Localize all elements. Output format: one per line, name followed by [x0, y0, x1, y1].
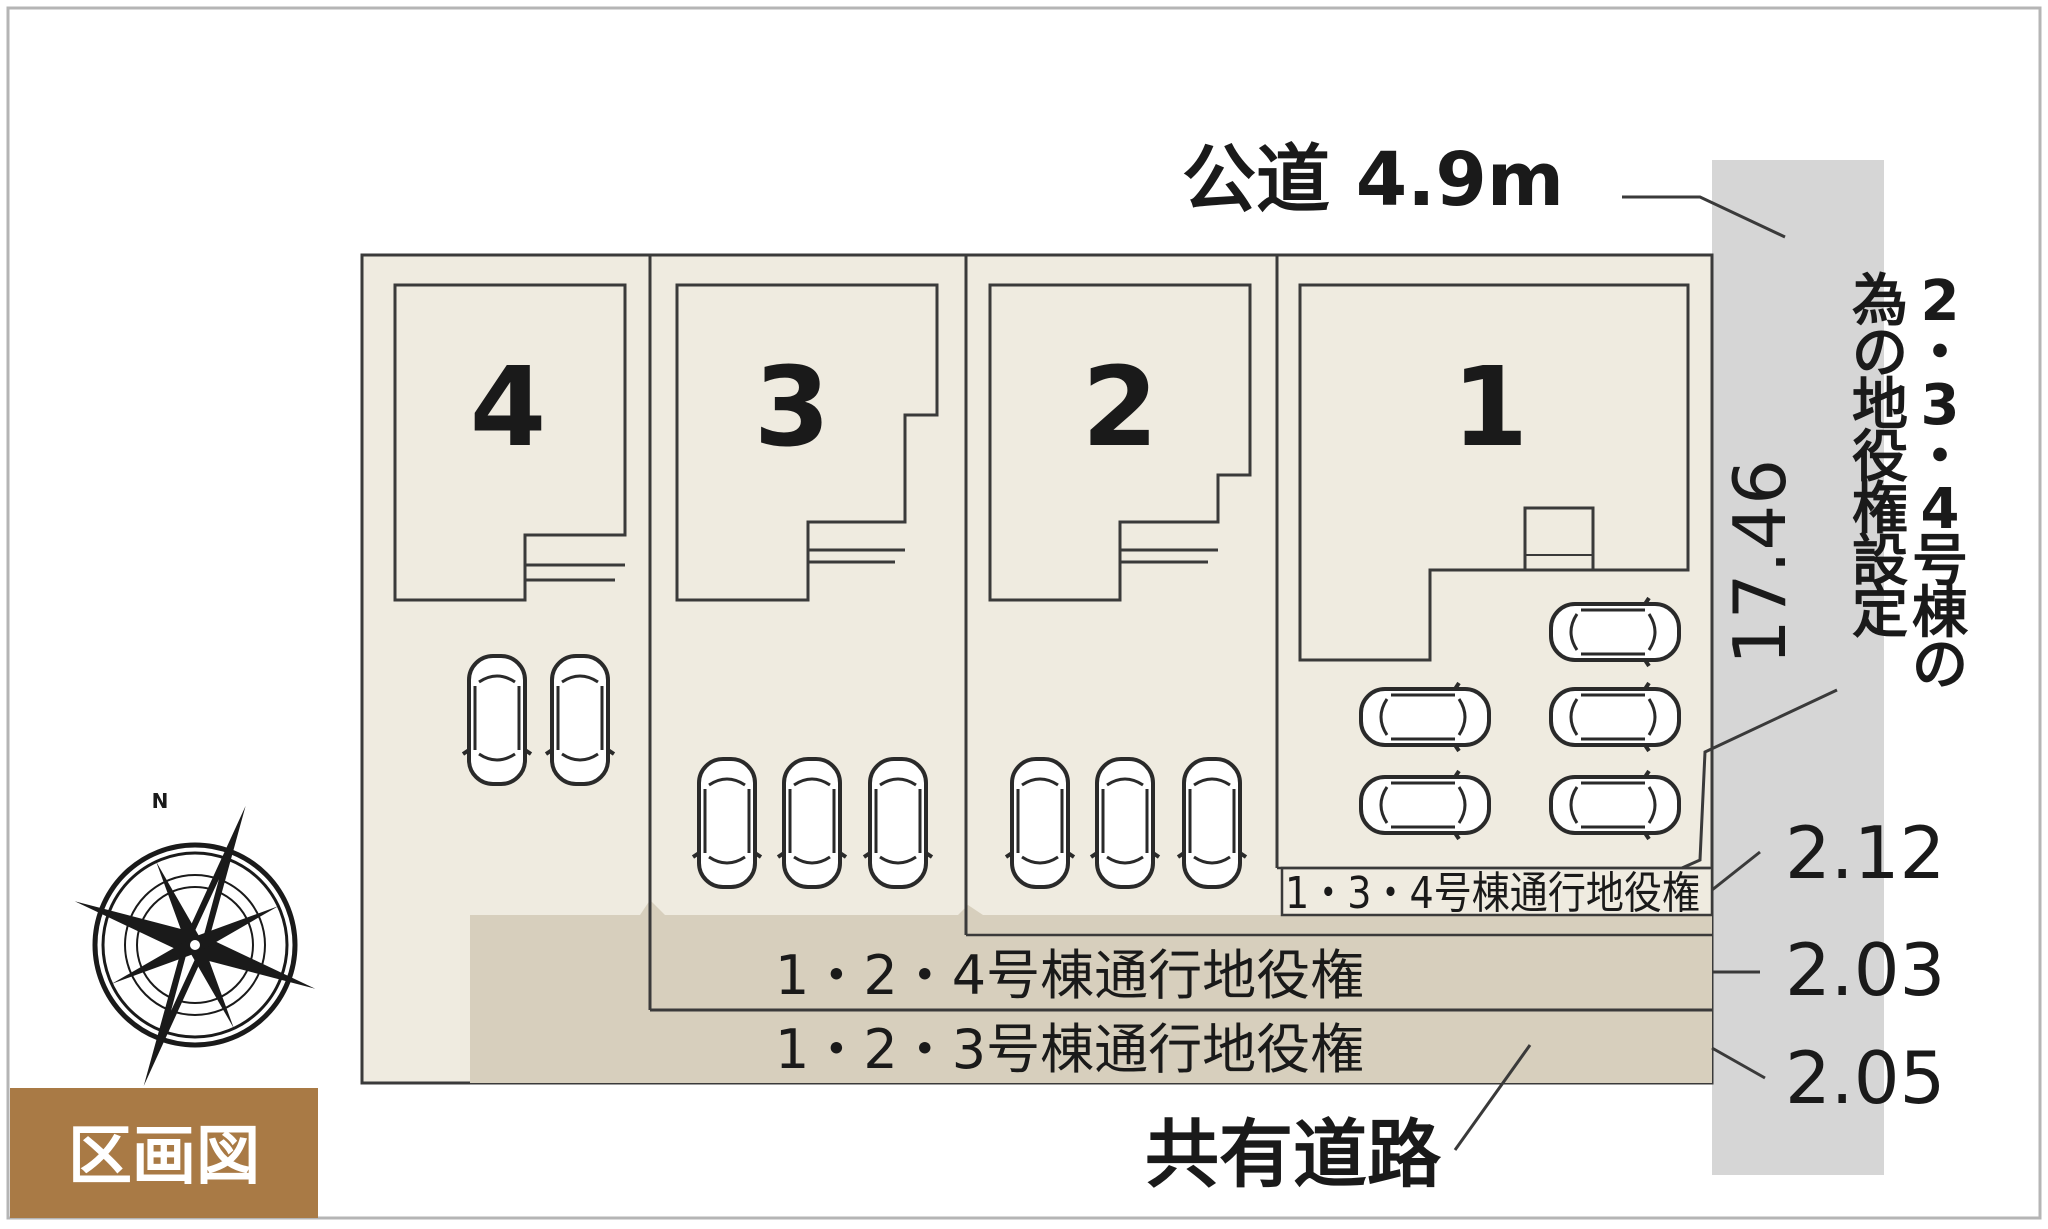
- compass-rose-icon: [74, 805, 316, 1086]
- easement-note-char: 4: [1921, 477, 1960, 542]
- car-icon: [1359, 769, 1491, 841]
- width-dimension-123: 2.05: [1785, 1036, 1945, 1120]
- easement-note-char: 為: [1852, 269, 1908, 334]
- easement-note-char: 定: [1852, 581, 1908, 646]
- easement-note-char: の: [1852, 321, 1908, 386]
- lot-number-2: 2: [1082, 343, 1159, 471]
- plan-badge: [10, 1088, 318, 1218]
- easement-strip-134: [1280, 866, 1714, 917]
- easement-note-char: 役: [1852, 425, 1908, 490]
- house-2-step: [1120, 548, 1218, 564]
- house-3: [675, 283, 939, 602]
- house-1-porch: [1523, 506, 1595, 572]
- easement-note-char: ・: [1912, 425, 1968, 490]
- public-road-strip: [1712, 160, 1884, 1175]
- house-4: [393, 283, 627, 602]
- width-leader-123: [1711, 1046, 1766, 1080]
- lot-number-3: 3: [754, 343, 831, 471]
- lot-number-4: 4: [470, 343, 547, 471]
- easement-note-char: ・: [1912, 321, 1968, 386]
- frontage-dimension: 17.46: [1718, 459, 1802, 665]
- car-icon: [1359, 681, 1491, 753]
- car-icon: [862, 757, 934, 889]
- easement-note-char: 地: [1852, 373, 1908, 438]
- car-icon: [1089, 757, 1161, 889]
- easement-note-char: 棟: [1912, 581, 1969, 646]
- easement-label-124: 1・2・4号棟通行地役権: [775, 944, 1364, 1007]
- house-4-step: [525, 563, 625, 582]
- car-icon: [776, 757, 848, 889]
- car-icon: [1549, 596, 1681, 668]
- car-icon: [544, 654, 616, 786]
- car-icon: [1004, 757, 1076, 889]
- car-icon: [461, 654, 533, 786]
- house-2: [988, 283, 1252, 602]
- easement-note-char: 2: [1921, 269, 1960, 334]
- shared-road-area: [470, 900, 1712, 1083]
- public-road-label: 公道 4.9m: [1182, 137, 1564, 223]
- public-road-leader: [1622, 195, 1786, 239]
- easement-note-char: の: [1912, 633, 1968, 698]
- easement-label-123: 1・2・3号棟通行地役権: [775, 1018, 1364, 1081]
- shared-road-leader: [1453, 1044, 1532, 1151]
- width-dimension-124: 2.03: [1785, 928, 1945, 1012]
- compass-north-label: N: [152, 789, 169, 813]
- width-leader-134: [1711, 850, 1761, 892]
- easement-label-134: 1・3・4号棟通行地役権: [1285, 868, 1700, 919]
- car-icon: [1176, 757, 1248, 889]
- car-icon: [1549, 769, 1681, 841]
- width-dimension-134: 2.12: [1785, 811, 1945, 895]
- plan-badge-label: 区画図: [68, 1120, 260, 1194]
- easement-note-char: 権: [1852, 477, 1908, 542]
- car-icon: [691, 757, 763, 889]
- car-icon: [1549, 681, 1681, 753]
- parking-spaces: [461, 596, 1681, 889]
- easement-note-leader: [1681, 688, 1838, 870]
- shared-road-label: 共有道路: [1145, 1112, 1442, 1198]
- easement-note-char: 3: [1921, 373, 1960, 438]
- easement-note-char: 設: [1852, 529, 1908, 594]
- lot-number-1: 1: [1452, 343, 1529, 471]
- easement-note-char: 号: [1912, 529, 1968, 594]
- house-3-step: [808, 548, 905, 564]
